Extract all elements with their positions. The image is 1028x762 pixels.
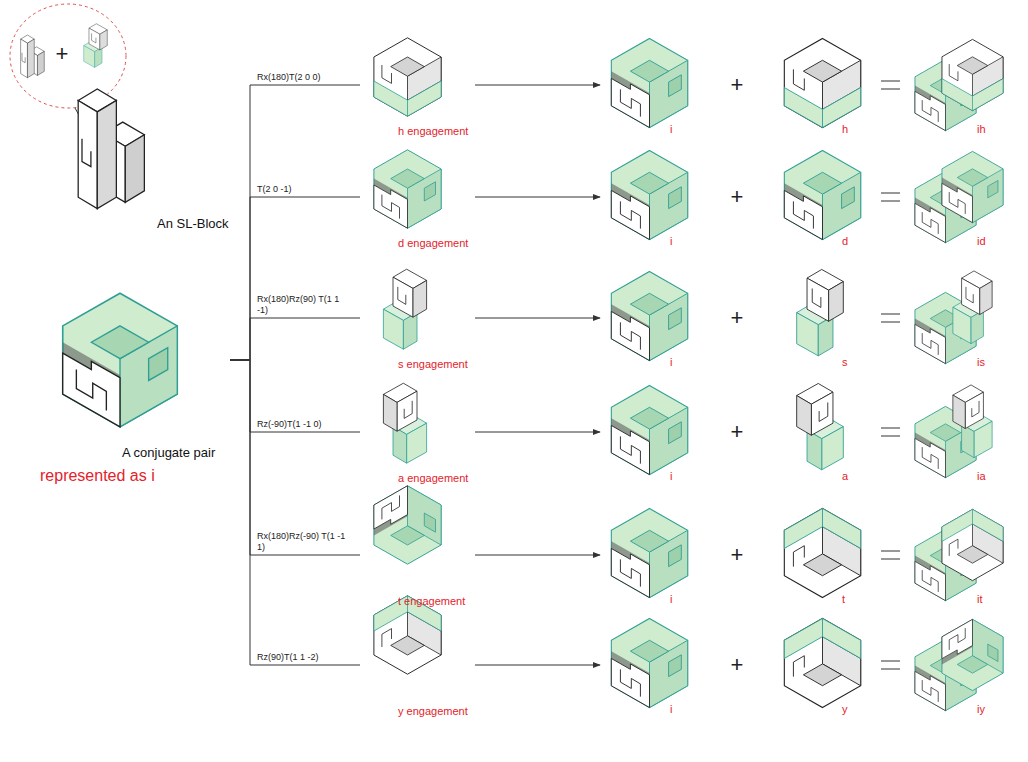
figure-node: d: [772, 145, 872, 253]
red-label: a: [842, 470, 848, 482]
red-label: i: [670, 123, 672, 135]
figure-node: An SL-Block: [45, 70, 235, 235]
figure-node: iy: [905, 613, 1015, 721]
figure-node: is: [905, 266, 1015, 374]
figure-node: a engagement: [360, 380, 475, 488]
figure-node: t: [772, 503, 872, 611]
transform-label: T(2 0 -1): [256, 184, 350, 194]
red-label: s engagement: [398, 358, 468, 370]
figure-node: id: [905, 145, 1015, 253]
figure-node: ih: [905, 33, 1015, 141]
red-label: i: [670, 593, 672, 605]
branch-line: [230, 360, 360, 665]
dashed-circle: [10, 4, 126, 108]
caption: A conjugate pair: [122, 445, 215, 460]
red-label: t: [842, 593, 845, 605]
figure-node: y: [772, 613, 872, 721]
plus-sign: +: [731, 542, 744, 568]
figure-node: s: [772, 266, 872, 374]
figure-node: y engagement: [360, 613, 475, 721]
red-label: i: [670, 356, 672, 368]
arrow: [475, 555, 600, 556]
figure-node: i: [600, 380, 700, 488]
plus-sign: +: [731, 419, 744, 445]
transform-label: Rx(180)Rz(-90) T(1 -1 1): [256, 531, 350, 552]
figure-node: i: [600, 266, 700, 374]
figure-node: h: [772, 33, 872, 141]
arrow: [475, 197, 600, 198]
red-label: d engagement: [398, 237, 468, 249]
red-label: s: [842, 356, 848, 368]
red-label: a engagement: [398, 472, 468, 484]
red-label: ih: [977, 123, 986, 135]
red-label: y: [842, 703, 848, 715]
plus-sign: +: [731, 305, 744, 331]
figure-node: ia: [905, 380, 1015, 488]
arrow: [475, 85, 600, 86]
red-label: iy: [977, 703, 985, 715]
figure-node: it: [905, 503, 1015, 611]
red-label: h engagement: [398, 125, 468, 137]
figure-node: i: [600, 145, 700, 253]
caption: An SL-Block: [157, 216, 229, 231]
branch-line: [230, 318, 360, 360]
red-label: represented as i: [40, 467, 155, 485]
transform-label: Rz(90)T(1 1 -2): [256, 652, 350, 662]
figure-node: i: [600, 503, 700, 611]
arrow: [475, 432, 600, 433]
plus-sign: +: [731, 652, 744, 678]
figure-node: A conjugate pair represented as i: [30, 285, 230, 490]
red-label: id: [977, 235, 986, 247]
plus-sign: +: [731, 184, 744, 210]
plus-sign: +: [56, 41, 69, 67]
red-label: i: [670, 703, 672, 715]
red-label: is: [977, 356, 985, 368]
figure-node: a: [772, 380, 872, 488]
arrow: [475, 665, 600, 666]
figure-node: i: [600, 33, 700, 141]
figure-node: h engagement: [360, 33, 475, 141]
transform-label: Rx(180)Rz(90) T(1 1 -1): [256, 294, 350, 315]
red-label: y engagement: [398, 705, 468, 717]
red-label: d: [842, 235, 848, 247]
arrow: [475, 318, 600, 319]
red-label: i: [670, 470, 672, 482]
transform-label: Rx(180)T(2 0 0): [256, 72, 350, 82]
red-label: it: [977, 593, 983, 605]
plus-sign: +: [731, 72, 744, 98]
branch-line: [230, 85, 360, 360]
figure-node: t engagement: [360, 503, 475, 611]
red-label: t engagement: [398, 595, 465, 607]
figure-node: s engagement: [360, 266, 475, 374]
transform-label: Rz(-90)T(1 -1 0): [256, 419, 350, 429]
red-label: ia: [977, 470, 986, 482]
red-label: i: [670, 235, 672, 247]
figure-node: i: [600, 613, 700, 721]
figure-node: d engagement: [360, 145, 475, 253]
branch-line: [230, 197, 360, 360]
red-label: h: [842, 123, 848, 135]
